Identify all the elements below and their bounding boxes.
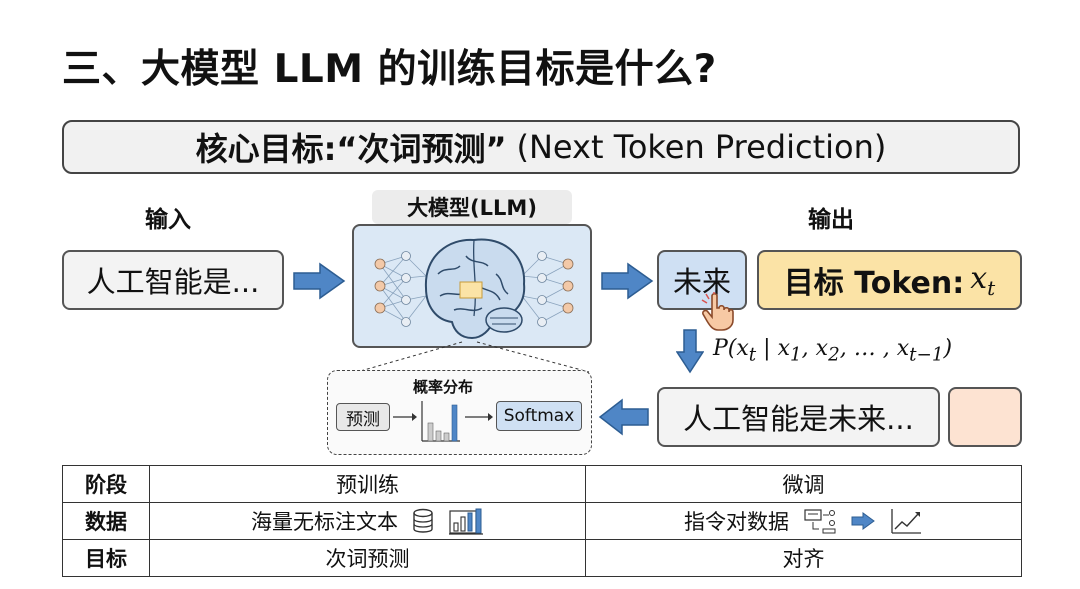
left-arrow-icon	[598, 398, 649, 436]
brain-network-icon	[374, 238, 574, 340]
zoom-connector-lines	[356, 341, 590, 373]
down-arrow-icon	[676, 329, 704, 374]
table-row: 数据 海量无标注文本 指令	[62, 502, 1022, 540]
target-token-label: 目标 Token:	[783, 266, 965, 301]
target-token-symbol: xt	[970, 260, 996, 300]
probability-panel-title: 概率分布	[413, 378, 474, 396]
instruction-pairs-icon	[804, 509, 836, 534]
right-arrow-icon	[601, 262, 654, 300]
output-token-box: 未来	[657, 250, 747, 310]
core-goal-label: 核心目标:“次词预测”	[195, 130, 507, 168]
bar-chart-icon	[421, 401, 460, 442]
finetune-data-text: 指令对数据	[684, 510, 789, 534]
predict-box: 预测	[336, 403, 390, 431]
input-heading: 输入	[145, 207, 191, 233]
table-header-row: 阶段 预训练 微调	[62, 465, 1022, 503]
llm-model-box	[352, 224, 592, 348]
small-right-arrow-icon	[465, 413, 493, 421]
core-goal-banner: 核心目标:“次词预测” (Next Token Prediction)	[62, 120, 1020, 174]
model-label: 大模型(LLM)	[372, 190, 572, 224]
next-token-placeholder-box	[948, 387, 1022, 447]
right-arrow-icon	[293, 262, 346, 300]
pretrain-data-text: 海量无标注文本	[251, 510, 398, 534]
page-title: 三、大模型 LLM 的训练目标是什么?	[62, 47, 717, 92]
extended-sequence-box: 人工智能是未来...	[657, 387, 940, 447]
hand-pointer-icon	[701, 292, 734, 331]
output-heading: 输出	[808, 207, 854, 233]
table-row-header: 数据	[62, 502, 150, 540]
input-text-box: 人工智能是...	[62, 250, 284, 310]
core-goal-english: (Next Token Prediction)	[516, 128, 887, 166]
table-row: 目标 次词预测 对齐	[62, 539, 1022, 577]
trend-up-icon	[891, 509, 921, 534]
table-cell: 海量无标注文本	[149, 502, 586, 540]
database-icon	[413, 508, 433, 533]
training-stages-table: 阶段 预训练 微调 数据 海量无标注文本	[62, 465, 1022, 577]
target-token-box: 目标 Token: xt	[757, 250, 1022, 310]
right-arrow-icon	[851, 512, 875, 530]
softmax-box: Softmax	[496, 401, 582, 431]
table-cell: 次词预测	[149, 539, 586, 577]
probability-distribution-panel: 概率分布 预测 Softmax	[327, 370, 592, 455]
table-cell: 指令对数据	[585, 502, 1022, 540]
small-right-arrow-icon	[393, 413, 417, 421]
chart-bars-icon	[449, 508, 483, 535]
table-cell: 对齐	[585, 539, 1022, 577]
probability-formula: P(xt | x1, x2, … , xt−1)	[713, 336, 953, 366]
table-header-cell: 阶段	[62, 465, 150, 503]
table-header-cell: 预训练	[149, 465, 586, 503]
table-header-cell: 微调	[585, 465, 1022, 503]
table-row-header: 目标	[62, 539, 150, 577]
